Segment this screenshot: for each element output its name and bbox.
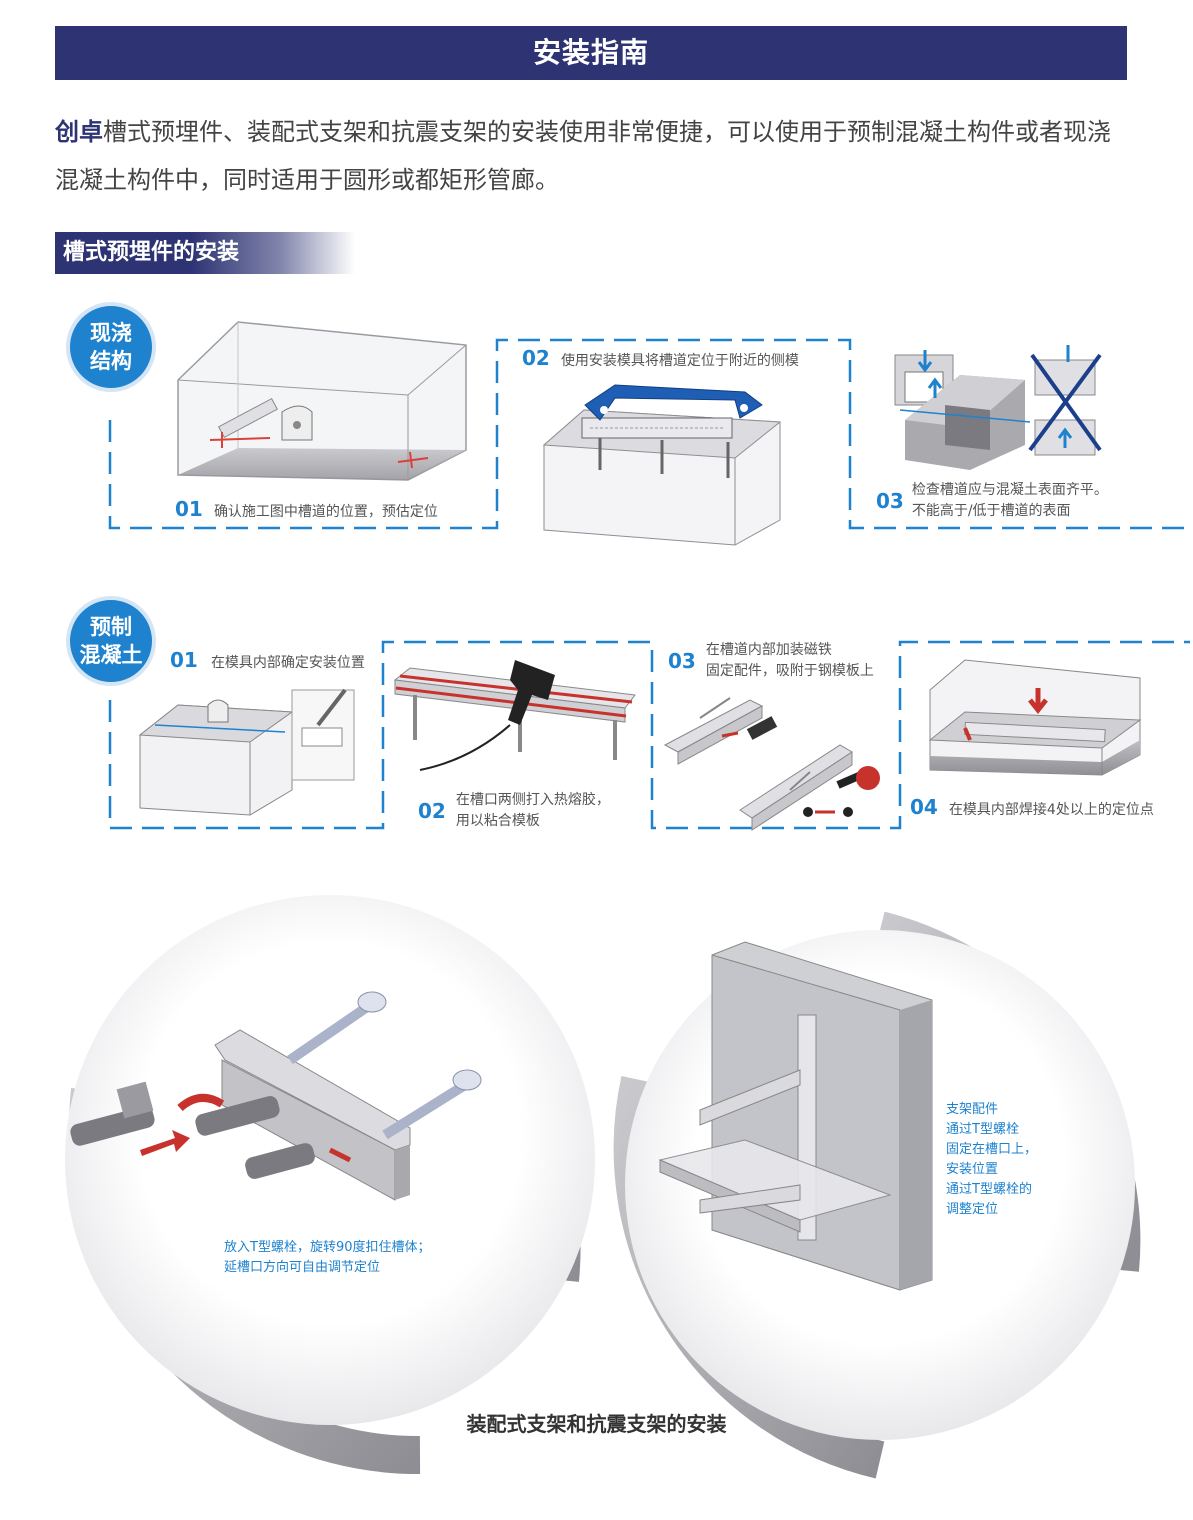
intro-line-1: 槽式预埋件、装配式支架和抗震支架的安装使用非常便捷，可以使用于预制混凝土构件或者… [103,118,1111,146]
assembly-right-caption-line2: 通过T型螺栓 [946,1122,1019,1137]
cast-step3-text-line2: 不能高于/低于槽道的表面 [911,503,1071,519]
precast-step4-label: 04 在模具内部焊接4处以上的定位点 [910,795,1154,819]
cast-step3-num: 03 [876,489,904,513]
badge-cast-line2: 结构 [90,349,132,373]
left-circle-illustration [65,895,595,1475]
cast-step2-label: 02 使用安装模具将槽道定位于附近的侧模 [522,346,799,370]
precast-step2-num: 02 [418,799,446,823]
right-circle-illustration [613,911,1141,1479]
assembly-left-caption-line2: 延槽口方向可自由调节定位 [224,1260,381,1275]
precast-step3-num: 03 [668,649,696,673]
page-title-bar: 安装指南 [55,26,1127,80]
precast-step4-num: 04 [910,795,938,819]
precast-step2-illustration [393,660,636,771]
cast-step3-illustration [894,345,1102,470]
section-title-channel: 槽式预埋件的安装 [55,232,355,274]
precast-step1-label: 01 在模具内部确定安装位置 [170,648,365,672]
cast-step1-label: 01 确认施工图中槽道的位置，预估定位 [175,497,438,521]
precast-step4-text: 在模具内部焊接4处以上的定位点 [948,802,1154,818]
page-title: 安装指南 [532,36,649,69]
cast-step1-text: 确认施工图中槽道的位置，预估定位 [213,504,438,520]
badge-precast-line1: 预制 [90,615,132,639]
assembly-right-caption-line5: 通过T型螺栓的 [946,1182,1032,1197]
assembly-right-caption-line6: 调整定位 [946,1202,999,1217]
precast-step3-text-line2: 固定配件，吸附于钢模板上 [705,663,874,679]
precast-step2-text-line2: 用以粘合模板 [455,813,540,829]
badge-cast-in-place: 现浇 结构 [66,302,156,392]
badge-precast-line2: 混凝土 [79,643,143,667]
assembly-right-caption-line1: 支架配件 [946,1102,999,1117]
assembly-section-title-text: 装配式支架和抗震支架的安装 [466,1412,727,1436]
brand-name: 创卓 [55,118,103,146]
assembly-right-caption: 支架配件 通过T型螺栓 固定在槽口上， 安装位置 通过T型螺栓的 调整定位 [946,1100,1037,1220]
precast-step1-text: 在模具内部确定安装位置 [210,655,365,671]
precast-step1-num: 01 [170,648,198,672]
assembly-left-caption: 放入T型螺栓，旋转90度扣住槽体； 延槽口方向可自由调节定位 [224,1238,430,1278]
assembly-right-caption-line3: 固定在槽口上， [946,1142,1038,1157]
precast-step1-illustration [138,688,355,816]
cast-step2-text: 使用安装模具将槽道定位于附近的侧模 [560,353,799,369]
precast-step3-label: 03 在槽道内部加装磁铁 固定配件，吸附于钢模板上 [668,640,874,682]
intro-line-2: 混凝土构件中，同时适用于圆形或都矩形管廊。 [55,166,559,194]
cast-step2-num: 02 [522,346,550,370]
section-title-text: 槽式预埋件的安装 [63,240,240,265]
assembly-right-caption-line4: 安装位置 [946,1162,999,1177]
assembly-section-title: 装配式支架和抗震支架的安装 [0,1408,1193,1437]
precast-step4-illustration [928,659,1142,776]
row2-dashed-frames [108,640,1190,830]
cast-step2-illustration [542,384,782,546]
badge-precast: 预制 混凝土 [66,596,156,686]
cast-step1-num: 01 [175,497,203,521]
precast-step3-text-line1: 在槽道内部加装磁铁 [705,642,832,658]
precast-step3-illustration [663,697,880,831]
badge-cast-line1: 现浇 [90,321,132,345]
precast-step2-label: 02 在槽口两侧打入热熔胶， 用以粘合模板 [418,790,610,832]
cast-step3-label: 03 检查槽道应与混凝土表面齐平。 不能高于/低于槽道的表面 [876,480,1108,522]
assembly-left-caption-line1: 放入T型螺栓，旋转90度扣住槽体； [224,1240,431,1255]
intro-paragraph: 创卓槽式预埋件、装配式支架和抗震支架的安装使用非常便捷，可以使用于预制混凝土构件… [55,108,1135,204]
precast-step2-text-line1: 在槽口两侧打入热熔胶， [455,792,610,808]
row1-dashed-frames [108,338,1190,530]
cast-step1-illustration [177,321,467,481]
cast-step3-text-line1: 检查槽道应与混凝土表面齐平。 [911,482,1108,498]
